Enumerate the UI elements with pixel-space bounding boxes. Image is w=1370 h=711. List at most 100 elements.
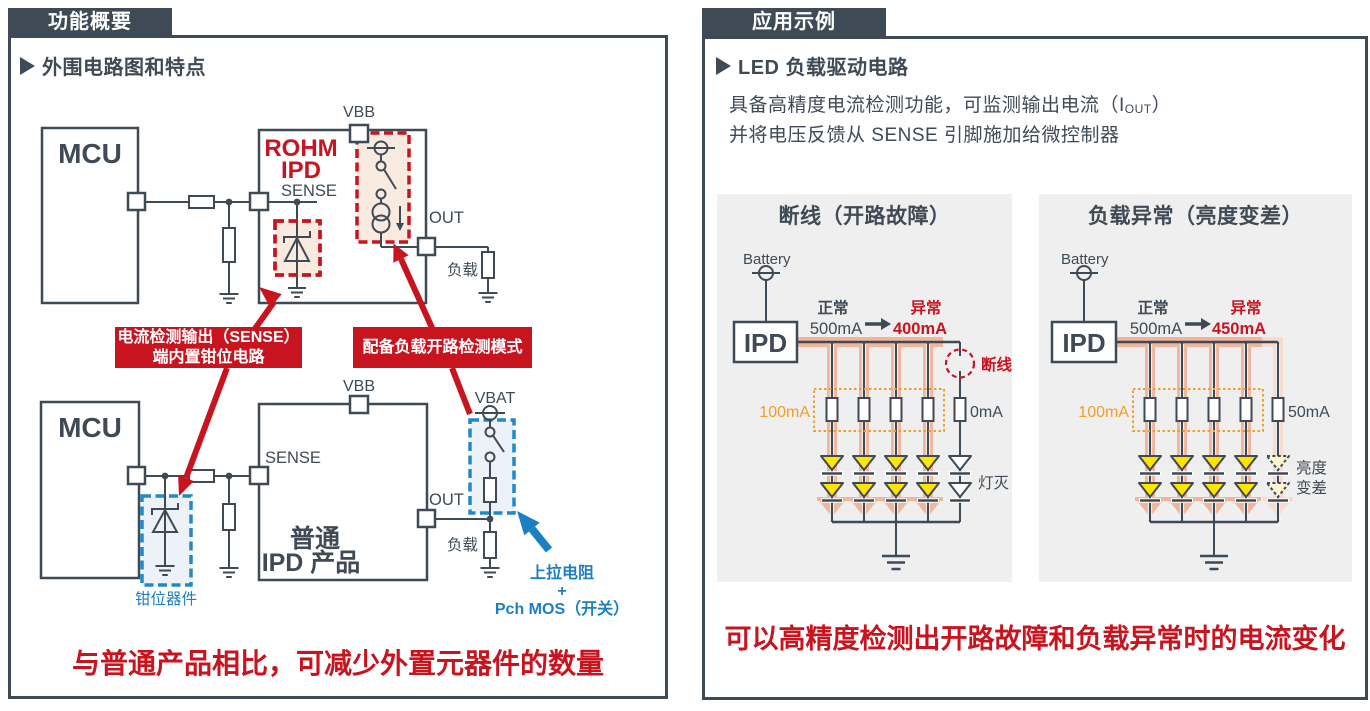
- series-resistor: [188, 469, 215, 483]
- mcu-box: [39, 400, 141, 580]
- normal-value: 500mA: [1130, 320, 1182, 338]
- pullup-note-1: 上拉电阻: [530, 563, 594, 582]
- battery-label: Battery: [743, 251, 791, 268]
- series-resistor: [188, 195, 215, 209]
- rohm-ipd-label-1: ROHM: [264, 135, 337, 162]
- sense-label: SENSE: [281, 182, 337, 200]
- normal-label: 正常: [817, 298, 848, 317]
- generic-ipd-label-1: 普通: [290, 524, 340, 553]
- break-circle: [944, 348, 976, 379]
- pullup-symbols: [475, 405, 505, 519]
- led-off: [948, 455, 972, 498]
- out-label: OUT: [429, 491, 464, 509]
- vbb-label: VBB: [343, 104, 375, 121]
- mcu-pin: [126, 465, 147, 486]
- tab-function-overview: 功能概要: [8, 8, 172, 36]
- sense-label: SENSE: [265, 449, 321, 467]
- open-detect-symbols: [367, 140, 418, 248]
- right-conclusion: 可以高精度检测出开路故障和负载异常时的电流变化: [724, 624, 1346, 654]
- normal-value: 500mA: [810, 320, 862, 338]
- arrow-open-detect: [398, 257, 436, 332]
- branch-resistors: [1143, 397, 1285, 422]
- generic-ipd-label-2: IPD 产品: [262, 549, 361, 577]
- left-conclusion: 与普通产品相比，可减少外置元器件的数量: [71, 648, 604, 679]
- battery-label: Battery: [1061, 251, 1109, 268]
- rohm-ipd-label-2: IPD: [281, 157, 321, 184]
- blue-arrow-head: [517, 511, 540, 536]
- ipd-box: [1050, 320, 1118, 364]
- mcu-label: MCU: [58, 138, 122, 169]
- ground-symbol: [480, 567, 500, 578]
- callout-arrows: [178, 243, 553, 553]
- ground-symbol: [478, 292, 498, 303]
- pullup-note-2: +: [557, 583, 566, 600]
- generic-ipd-box: [257, 402, 429, 582]
- case-load-abnormal-title: 负载异常（亮度变差）: [1088, 205, 1303, 228]
- left-heading-text: 外围电路图和特点: [42, 57, 206, 79]
- out-label: OUT: [429, 209, 464, 227]
- ground-symbol: [882, 554, 910, 571]
- function-overview-panel: [8, 35, 668, 699]
- clamp-highlight-box: [273, 219, 322, 277]
- mcu-box: [40, 126, 140, 305]
- branch-current-label: 100mA: [1078, 404, 1129, 421]
- arrow-to-clamp-device: [183, 366, 230, 480]
- mcu-label: MCU: [58, 412, 122, 443]
- vbat-label: VBAT: [475, 390, 516, 407]
- out-pin: [416, 236, 437, 257]
- pulldown-resistor: [222, 227, 236, 263]
- heading-triangle-icon: [716, 56, 731, 75]
- description-line-1-subscript: OUT: [1124, 102, 1152, 116]
- ipd-box: [732, 320, 799, 364]
- open-fault-circuit: Battery 断线: [732, 251, 1013, 571]
- led-drive-description: 具备高精度电流检测功能，可监测输出电流（IOUT） 并将电压反馈从 SENSE …: [729, 91, 1171, 151]
- break-label: 断线: [981, 355, 1013, 374]
- change-arrow-head: [881, 318, 891, 330]
- callout-open-detect: 配备负载开路检测模式: [353, 327, 532, 368]
- abnormal-label: 异常: [1230, 298, 1261, 317]
- ipd-label: IPD: [1062, 328, 1105, 358]
- application-example-panel: [702, 36, 1368, 700]
- out-pin: [416, 508, 437, 529]
- generic-ipd-circuit: MCU 钳位器件: [39, 378, 629, 618]
- blue-arrow: [528, 526, 553, 553]
- load-label: 负载: [447, 536, 478, 554]
- tab-application-example: 应用示例: [702, 8, 886, 36]
- callout-clamp: 电流检测输出（SENSE） 端内置钳位电路: [115, 327, 302, 368]
- abnormal-value: 400mA: [893, 320, 947, 338]
- led-off-label: 灯灭: [978, 474, 1010, 492]
- line-to-vbat: [449, 366, 473, 416]
- dim-label-1: 亮度: [1296, 459, 1327, 477]
- branch-current-box: [813, 388, 945, 432]
- branch-current-label: 100mA: [759, 404, 810, 421]
- description-line-1: 具备高精度电流检测功能，可监测输出电流（IOUT）: [729, 91, 1171, 121]
- load-resistor: [481, 251, 495, 279]
- ground-symbol: [219, 567, 239, 578]
- heading-triangle-icon: [20, 56, 35, 75]
- open-branch-current-label: 0mA: [970, 404, 1003, 421]
- abnormal-label: 异常: [910, 298, 941, 317]
- description-line-1-pre: 具备高精度电流检测功能，可监测输出电流（I: [729, 95, 1125, 116]
- branch-resistors: [825, 397, 967, 422]
- led-array: [820, 455, 972, 503]
- load-abnormal-circuit: Battery IPD: [1050, 251, 1330, 571]
- right-heading: LED 负载驱动电路: [716, 51, 909, 80]
- dim-label-2: 变差: [1296, 479, 1327, 497]
- load-resistor: [483, 531, 497, 559]
- clamp-device-box: [140, 494, 193, 587]
- pullup-note-3: Pch MOS（开关）: [495, 599, 629, 618]
- change-arrow-head: [1201, 318, 1211, 330]
- left-heading: 外围电路图和特点: [20, 51, 206, 80]
- external-clamp-zener: [151, 476, 179, 576]
- vbb-label: VBB: [343, 378, 375, 395]
- vbb-pin: [348, 123, 370, 144]
- load-label: 负载: [447, 261, 478, 279]
- callout-clamp-line-1: 电流检测输出（SENSE）: [117, 328, 300, 346]
- vbb-pin: [348, 394, 370, 415]
- description-line-2: 并将电压反馈从 SENSE 引脚施加给微控制器: [729, 125, 1120, 146]
- sense-pin: [248, 191, 270, 212]
- rohm-ipd-box: [257, 128, 428, 305]
- branch-current-box: [1132, 388, 1264, 432]
